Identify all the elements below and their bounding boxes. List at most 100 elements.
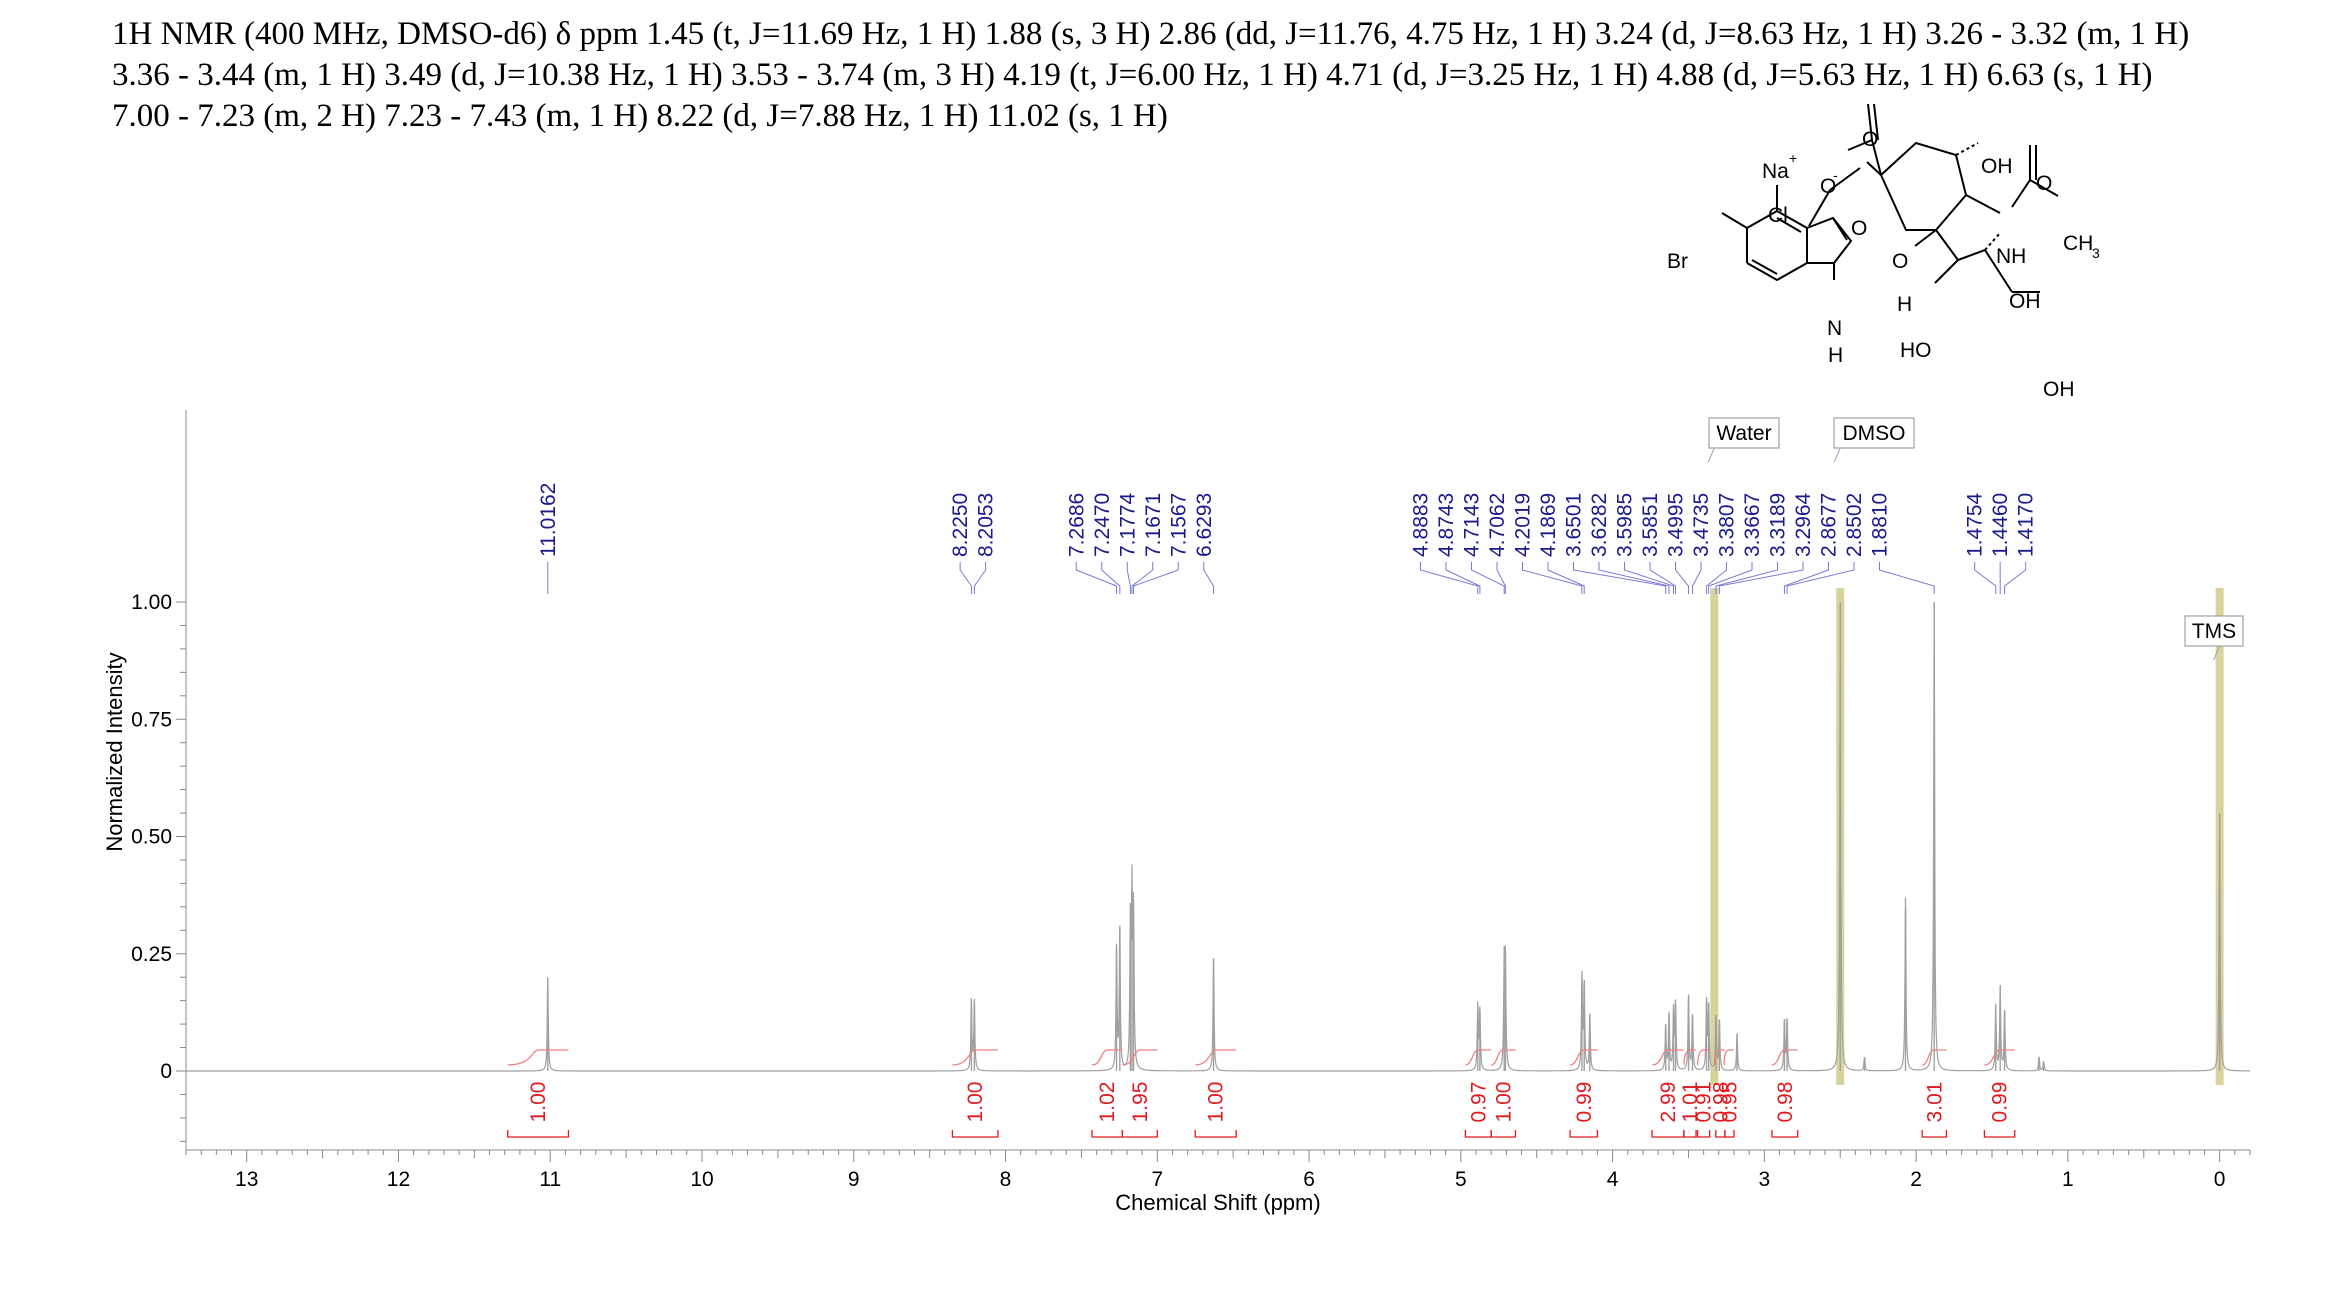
y-tick-label: 0.25 xyxy=(131,943,172,966)
peak-label: 3.3667 xyxy=(1741,493,1764,557)
integral-curve xyxy=(1195,1049,1237,1066)
molecule-br-label: Br xyxy=(1667,250,1688,273)
molecule-carbonyl-o-label: O xyxy=(1862,128,1878,151)
peak-label: 1.4170 xyxy=(2015,493,2038,557)
integral-bracket xyxy=(1194,1130,1237,1138)
x-tick-label: 11 xyxy=(539,1168,561,1191)
peak-label: 2.8502 xyxy=(1843,493,1866,557)
y-tick-label: 0.75 xyxy=(131,708,172,731)
integral-bracket xyxy=(1121,1130,1158,1138)
peak-label: 7.2686 xyxy=(1065,493,1088,557)
x-tick-label: 2 xyxy=(1910,1168,1922,1191)
molecule-h-label: H xyxy=(1897,293,1912,316)
molecule-na-label: Na xyxy=(1762,160,1789,183)
peak-label-connector xyxy=(1675,562,1690,594)
molecule-minus-sign: - xyxy=(1833,167,1838,183)
peak-label: 1.4754 xyxy=(1964,492,1987,557)
integral-value: 1.02 xyxy=(1096,1082,1119,1123)
peak-label-connector xyxy=(1445,562,1481,594)
nmr-description: 1H NMR (400 MHz, DMSO-d6) δ ppm 1.45 (t,… xyxy=(112,14,2312,137)
integral-curve xyxy=(1465,1049,1492,1066)
solvent-label-box xyxy=(2184,615,2244,647)
integral-curve xyxy=(952,1049,998,1066)
x-tick-label: 10 xyxy=(690,1168,713,1191)
molecule-oh-chain-label: OH xyxy=(2009,290,2041,313)
peak-label: 8.2250 xyxy=(949,493,972,557)
integral-bracket xyxy=(1464,1130,1492,1138)
integral-value: 2.99 xyxy=(1657,1082,1680,1123)
molecule-ch-label: CH xyxy=(2063,232,2093,255)
molecule-ether-o-label: O xyxy=(1851,217,1867,240)
peak-label-connector xyxy=(1547,562,1585,594)
peak-label-connector xyxy=(1101,562,1121,594)
x-tick-label: 7 xyxy=(1151,1168,1163,1191)
integral-curve xyxy=(1723,1049,1734,1066)
molecule-ch3-sub: 3 xyxy=(2092,245,2100,261)
integral-value: 0.91 xyxy=(1693,1082,1716,1123)
peak-label: 3.6282 xyxy=(1588,493,1611,557)
spectrum-line xyxy=(186,602,2250,1072)
integral-curve xyxy=(1091,1049,1123,1066)
peak-label-connector xyxy=(1471,562,1505,594)
peak-label-connector xyxy=(1708,562,1753,594)
integral-value: 0.95 xyxy=(1718,1082,1741,1123)
integral-curve xyxy=(1569,1049,1598,1066)
integral-curve xyxy=(1122,1049,1158,1066)
integral-bracket xyxy=(1683,1130,1697,1138)
x-tick-label: 8 xyxy=(1000,1168,1012,1191)
solvent-label-tms: TMS xyxy=(2192,620,2236,643)
integral-curve xyxy=(1714,1049,1725,1066)
integral-value: 0.98 xyxy=(1774,1082,1797,1123)
peak-label-connector xyxy=(1715,562,1778,594)
peak-label: 6.6293 xyxy=(1193,493,1216,557)
peak-label: 4.1869 xyxy=(1537,493,1560,557)
molecule-indole-h-label: H xyxy=(1828,344,1843,367)
peak-label: 2.8677 xyxy=(1818,493,1841,557)
integral-value: 1.00 xyxy=(527,1082,550,1123)
integral-value: 3.01 xyxy=(1923,1082,1946,1123)
peak-label-connector xyxy=(1598,562,1670,594)
integral-bracket xyxy=(1696,1130,1711,1138)
peak-label: 7.1774 xyxy=(1116,492,1139,557)
peak-label: 3.3189 xyxy=(1767,493,1790,557)
integral-bracket xyxy=(1569,1130,1599,1138)
peak-label-connector xyxy=(1783,562,1829,594)
integral-value: 1.01 xyxy=(1679,1082,1702,1123)
y-tick-label: 1.00 xyxy=(131,591,172,614)
integral-curve xyxy=(1683,1049,1697,1066)
peak-label: 3.2964 xyxy=(1792,492,1815,557)
integral-value: 0.99 xyxy=(1573,1082,1596,1123)
peak-label: 11.0162 xyxy=(537,483,560,557)
x-tick-label: 6 xyxy=(1303,1168,1315,1191)
integral-value: 0.97 xyxy=(1467,1082,1490,1123)
solvent-label-box xyxy=(1833,417,1915,449)
peak-label: 4.8883 xyxy=(1410,493,1433,557)
peak-label-connector xyxy=(1706,562,1727,594)
description-line-2: 3.36 - 3.44 (m, 1 H) 3.49 (d, J=10.38 Hz… xyxy=(112,57,2153,93)
peak-label: 3.3807 xyxy=(1716,493,1739,557)
solvent-label-dmso: DMSO xyxy=(1843,422,1906,445)
peak-label: 1.4460 xyxy=(1989,493,2012,557)
peak-label: 8.2053 xyxy=(975,493,998,557)
molecule-nh-label: NH xyxy=(1996,245,2026,268)
x-tick-label: 12 xyxy=(387,1168,410,1191)
integral-bracket xyxy=(1724,1130,1735,1138)
molecule-cl-label: Cl xyxy=(1768,204,1788,227)
x-tick-label: 1 xyxy=(2062,1168,2074,1191)
integral-bracket xyxy=(1771,1130,1799,1138)
description-line-3: 7.00 - 7.23 (m, 2 H) 7.23 - 7.43 (m, 1 H… xyxy=(112,98,1168,134)
spectrum-trace xyxy=(186,602,2250,1072)
x-tick-label: 0 xyxy=(2214,1168,2226,1191)
peak-label: 3.5985 xyxy=(1614,493,1637,557)
peak-label: 4.2019 xyxy=(1512,493,1535,557)
peak-label-connector xyxy=(1131,562,1154,594)
peak-label: 7.1671 xyxy=(1142,493,1165,557)
x-tick-label: 3 xyxy=(1759,1168,1771,1191)
integral-value: 1.00 xyxy=(964,1082,987,1123)
peak-label-connector xyxy=(1879,562,1935,594)
peak-label-connector xyxy=(1649,562,1677,594)
molecule-oh-top-label: OH xyxy=(1981,155,2013,178)
